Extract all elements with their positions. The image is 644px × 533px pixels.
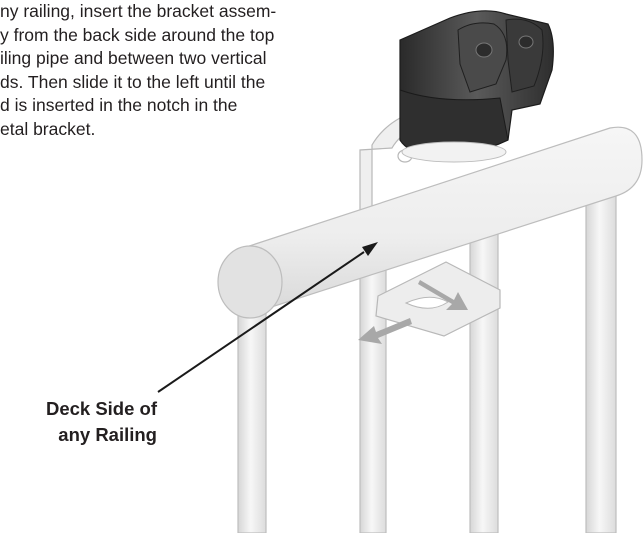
instruction-line: d is inserted in the notch in the: [0, 95, 238, 115]
vertical-rods: [237, 189, 617, 533]
arrow-left-icon: [358, 318, 412, 344]
instruction-paragraph: ny railing, insert the bracket assem- y …: [0, 0, 350, 141]
pipe-end-cap: [217, 245, 283, 319]
instruction-line: iling pipe and between two vertical: [0, 48, 267, 68]
vertical-rod: [237, 299, 267, 533]
callout-line-1: Deck Side of: [45, 398, 157, 419]
callout-leader: [157, 242, 378, 393]
callout-line-2: any Railing: [58, 424, 157, 445]
arrow-right-icon: [418, 280, 468, 310]
instruction-line: y from the back side around the top: [0, 24, 275, 45]
instruction-line: ds. Then slide it to the left until the: [0, 71, 266, 92]
instruction-line: ny railing, insert the bracket assem-: [0, 1, 277, 21]
vertical-rod: [469, 227, 499, 533]
instruction-line: etal bracket.: [0, 118, 96, 139]
vertical-rod: [585, 189, 617, 533]
railing-pipe: [217, 126, 643, 319]
deck-side-callout: Deck Side of any Railing: [46, 396, 157, 448]
bracket-knob: [399, 10, 554, 163]
bracket-slot-plate: [375, 261, 501, 337]
slide-arrows: [358, 280, 468, 344]
